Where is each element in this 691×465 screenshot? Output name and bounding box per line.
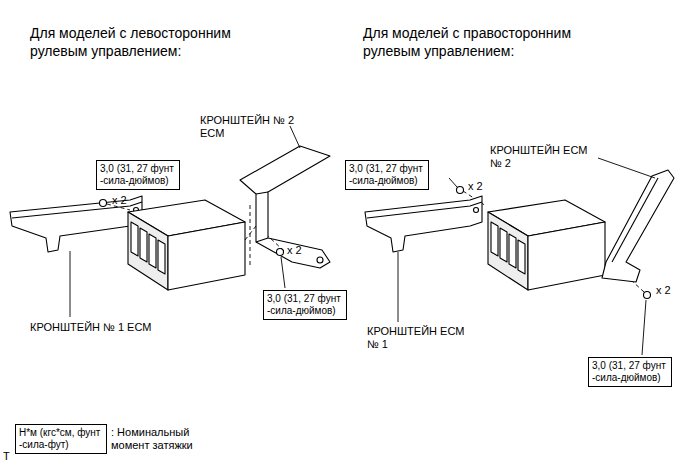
leader-line	[398, 252, 399, 322]
leader-line	[290, 126, 300, 148]
ecm-side	[528, 222, 605, 290]
ecm-connectors	[131, 222, 165, 274]
part-name: КРОНШТЕЙН № 1 ECM	[30, 321, 152, 334]
box-text: 3,0 (31, 27 фунт -сила-дюймов)	[267, 293, 343, 317]
left-assembly	[10, 146, 330, 290]
legend-text: : Номинальный момент затяжки	[111, 426, 203, 452]
part-name: КРОНШТЕЙН ECM № 2	[490, 144, 598, 170]
connector-slot	[509, 234, 516, 268]
torque-box: 3,0 (31, 27 фунт -сила-дюймов)	[263, 290, 347, 320]
connector-slot	[140, 228, 147, 262]
bracket-2	[602, 170, 674, 282]
screw	[100, 200, 107, 207]
ecm-front	[488, 212, 528, 290]
connector-slot	[500, 228, 507, 262]
connector-slot	[518, 240, 525, 274]
dashed-lines	[107, 191, 644, 292]
screw-axis	[250, 205, 251, 268]
part-name: КРОНШТЕЙН № 2 ECM	[200, 114, 295, 140]
bracket-edge	[612, 178, 658, 262]
screw-axis	[245, 226, 284, 251]
leader-line	[449, 178, 457, 187]
legend-sample-box: Н*м (кгс*см, фунт -сила-фут)	[15, 424, 107, 454]
leader-line	[70, 251, 71, 317]
leader-lines	[70, 126, 655, 355]
bracket-hole	[317, 257, 323, 263]
torque-box: 3,0 (31, 27 фунт -сила-дюймов)	[96, 160, 180, 190]
quantity-label: x 2	[112, 194, 127, 207]
quantity-label: x 2	[287, 244, 302, 257]
bracket-edge	[256, 192, 268, 242]
connector-slot	[158, 240, 165, 274]
ecm-side	[168, 222, 245, 290]
leader-line	[642, 300, 646, 355]
box-text: 3,0 (31, 27 фунт -сила-дюймов)	[592, 360, 668, 384]
quantity-label: x 2	[468, 180, 483, 193]
section-heading: Для моделей с левосторонним рулевым упра…	[30, 24, 275, 60]
box-text: 3,0 (31, 27 фунт -сила-дюймов)	[349, 163, 425, 187]
bracket-1	[365, 196, 482, 252]
screw	[457, 187, 464, 194]
box-text: Н*м (кгс*см, фунт -сила-фут)	[19, 427, 103, 451]
legend-entry: : Номинальный момент затяжки	[111, 426, 203, 452]
quantity-label: x 2	[656, 284, 671, 297]
leader-line	[281, 257, 285, 288]
ecm-front	[128, 212, 168, 290]
ecm-connectors	[491, 222, 525, 274]
leader-line	[598, 158, 655, 178]
connector-slot	[491, 222, 498, 256]
connector-slot	[131, 222, 138, 256]
bracket-hole	[474, 208, 479, 213]
part-name: КРОНШТЕЙН ECM № 1	[367, 325, 475, 351]
torque-box: 3,0 (31, 27 фунт -сила-дюймов)	[588, 357, 672, 387]
figure-code: T	[3, 450, 10, 463]
bracket-2	[240, 146, 330, 268]
section-heading: Для моделей с правосторонним рулевым упр…	[363, 24, 608, 60]
box-text: 3,0 (31, 27 фунт -сила-дюймов)	[100, 163, 176, 187]
bracket-edge	[367, 202, 482, 218]
connector-slot	[149, 234, 156, 268]
torque-box: 3,0 (31, 27 фунт -сила-дюймов)	[345, 160, 429, 190]
screw	[644, 292, 651, 299]
